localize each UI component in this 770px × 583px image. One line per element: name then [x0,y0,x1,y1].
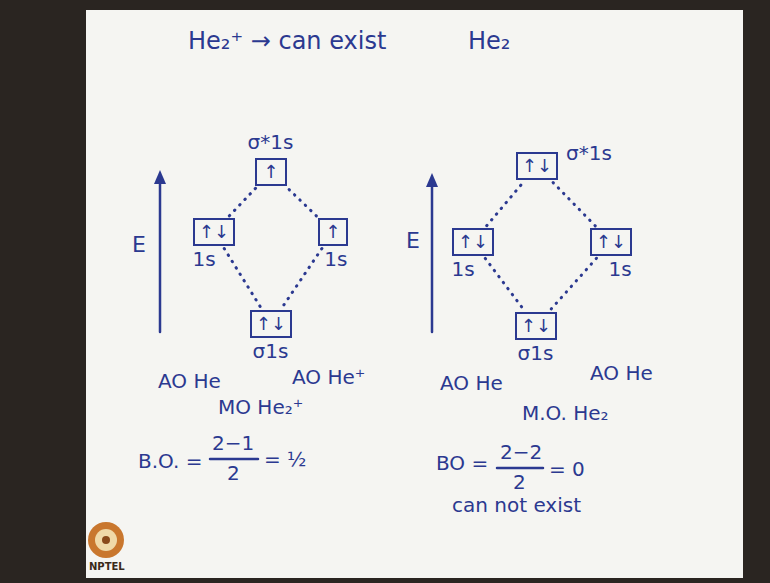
orbital-box: ↑1s [318,218,348,246]
bond-order-value: = ½ [264,448,307,471]
electron-arrows: ↑ [325,223,340,241]
correlation-line [224,249,260,308]
axis-label: E [406,228,420,253]
logo-text: NPTEL [89,561,125,573]
orbital-box: ↑↓σ1s [250,310,292,338]
atom-label: AO He [158,370,221,393]
orbital-label: σ*1s [248,131,294,154]
atom-label: AO He [440,372,503,395]
denominator: 2 [513,471,526,494]
orbital-label: 1s [451,258,474,281]
orbital-box: ↑↓σ*1s [516,152,558,180]
orbital-box: ↑↓1s [452,228,494,256]
orbital-label: σ*1s [566,142,612,165]
correlation-line [288,188,317,216]
correlation-line [282,248,322,307]
verdict-note: can not exist [452,494,581,517]
orbital-label: 1s [192,248,215,271]
orbital-box: ↑σ*1s [255,158,287,186]
orbital-label: 1s [608,258,631,281]
numerator: 2−2 [500,441,542,464]
axis-arrowhead [154,170,166,184]
heading: He₂ [468,28,510,56]
logo [88,522,124,558]
heading: He₂⁺ → can exist [188,28,386,56]
correlation-line [485,258,523,309]
logo-dot [102,536,110,544]
correlation-line [553,182,596,226]
orbital-box: ↑↓1s [193,218,235,246]
electron-arrows: ↑↓ [199,223,229,241]
axis-label: E [132,232,146,257]
numerator: 2−1 [212,432,254,455]
electron-arrows: ↑ [263,163,278,181]
bond-order: BO = [436,452,488,475]
correlation-line [487,182,524,225]
paper-sheet [86,10,743,578]
orbital-box: ↑↓1s [590,228,632,256]
logo-ring [88,522,124,558]
molecule-label: MO He₂⁺ [218,396,303,419]
orbital-label: 1s [324,248,347,271]
fraction-bar [210,458,258,461]
correlation-line [550,258,596,310]
molecule-label: M.O. He₂ [522,402,609,425]
electron-arrows: ↑↓ [458,233,488,251]
logo-center [95,529,117,551]
fraction-bar [497,467,543,470]
orbital-box: ↑↓σ1s [515,312,557,340]
electron-arrows: ↑↓ [522,157,552,175]
energy-axis [159,180,162,332]
orbital-label: σ1s [253,340,289,363]
atom-label: AO He⁺ [292,366,365,389]
denominator: 2 [227,462,240,485]
bond-order-value: = 0 [549,458,585,481]
axis-arrowhead [426,173,438,187]
electron-arrows: ↑↓ [521,317,551,335]
energy-axis [431,183,434,332]
orbital-label: σ1s [518,342,554,365]
atom-label: AO He [590,362,653,385]
bond-order: B.O. = [138,450,202,473]
electron-arrows: ↑↓ [256,315,286,333]
correlation-line [229,188,255,216]
electron-arrows: ↑↓ [596,233,626,251]
